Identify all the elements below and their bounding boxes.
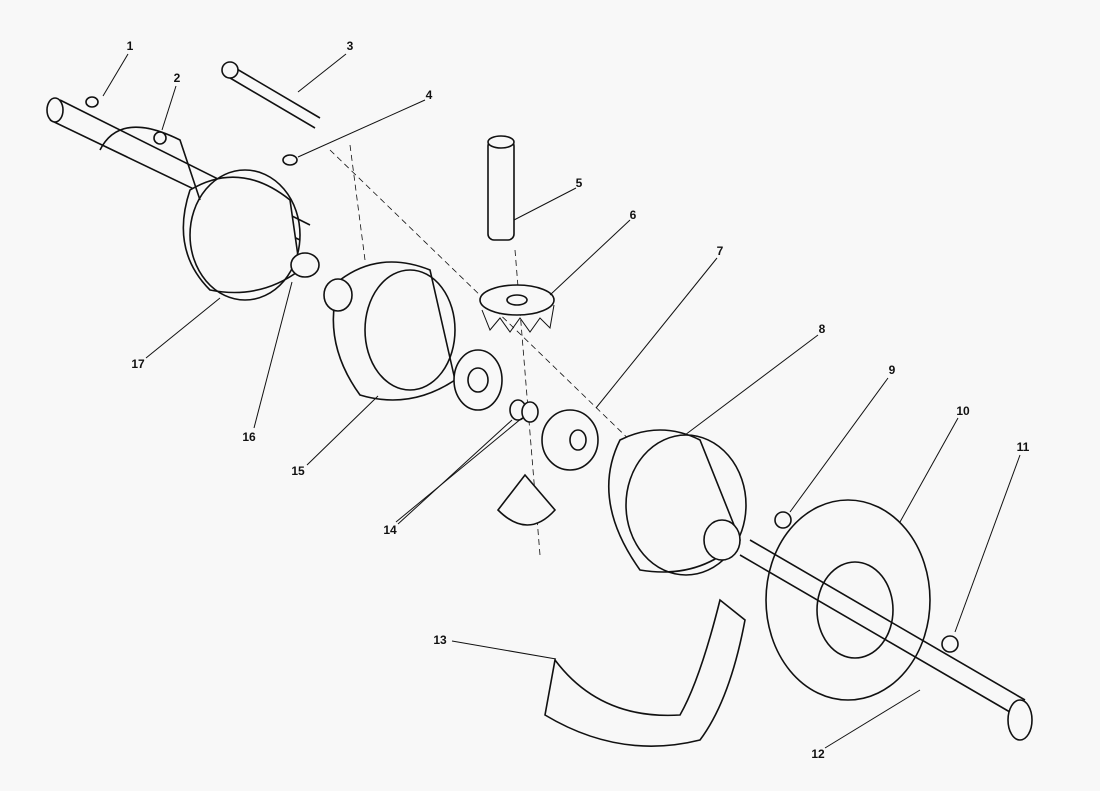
callout-7: 7 (716, 244, 724, 258)
callout-3: 3 (346, 39, 354, 53)
callout-9: 9 (888, 363, 896, 377)
callout-12: 12 (811, 747, 825, 761)
callout-15: 15 (291, 464, 305, 478)
callout-16: 16 (242, 430, 256, 444)
callout-4: 4 (425, 88, 433, 102)
callout-11: 11 (1016, 440, 1030, 454)
callout-5: 5 (575, 176, 583, 190)
callout-17: 17 (131, 357, 145, 371)
callout-10: 10 (956, 404, 970, 418)
callout-2: 2 (173, 71, 181, 85)
callout-6: 6 (629, 208, 637, 222)
callout-1: 1 (126, 39, 134, 53)
callout-14: 14 (383, 523, 397, 537)
callout-13: 13 (433, 633, 447, 647)
callout-8: 8 (818, 322, 826, 336)
